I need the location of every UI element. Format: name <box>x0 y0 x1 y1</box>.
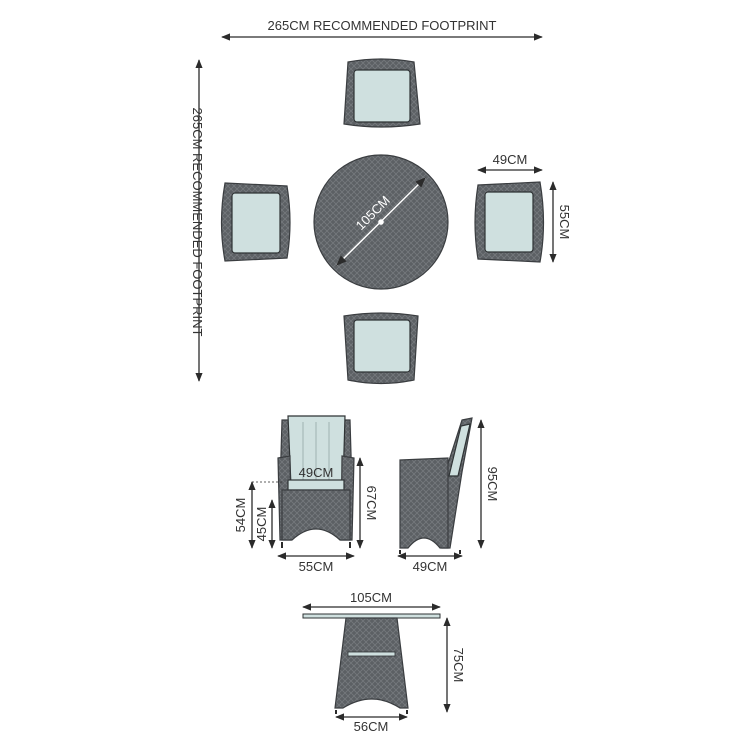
chair-side-depth-dimension: 49CM <box>397 552 463 574</box>
chair-front-arm-height-label: 54CM <box>233 498 248 533</box>
footprint-depth-label: 265CM RECOMMENDED FOOTPRINT <box>190 108 205 337</box>
table-base-width-dimension: 56CM <box>335 713 408 734</box>
chair-top-depth-label: 55CM <box>557 205 572 240</box>
chair-front-height-label: 67CM <box>364 486 379 521</box>
table-base-width-label: 56CM <box>354 719 389 734</box>
chair-side-height-label: 95CM <box>485 467 500 502</box>
chair-side-height-dimension: 95CM <box>477 419 500 549</box>
chair-front-height-dimension: 67CM <box>356 457 379 549</box>
footprint-width-label: 265CM RECOMMENDED FOOTPRINT <box>268 18 497 33</box>
footprint-depth-dimension: 265CM RECOMMENDED FOOTPRINT <box>190 59 205 382</box>
table-height-label: 75CM <box>451 648 466 683</box>
table-top-width-label: 105CM <box>350 590 392 605</box>
chair-side-view: 95CM 49CM <box>397 417 500 574</box>
chair-top-view-west <box>220 182 291 262</box>
chair-front-width-dimension: 55CM <box>277 552 355 574</box>
top-view: 105CM 49CM 55CM <box>220 58 572 385</box>
chair-side-depth-label: 49CM <box>413 559 448 574</box>
round-table-top-view: 105CM <box>313 154 449 290</box>
chair-top-view-south <box>343 312 419 385</box>
chair-front-view: 49CM 67CM 54CM 45CM 55CM <box>233 415 379 574</box>
chair-front-arm-width-label: 49CM <box>299 465 334 480</box>
chair-front-seat-height-label: 45CM <box>254 507 269 542</box>
chair-front-width-label: 55CM <box>299 559 334 574</box>
chair-front-arm-width-dimension: 49CM <box>299 465 334 480</box>
table-height-dimension: 75CM <box>443 617 466 713</box>
chair-front-seat-height-dimension: 45CM <box>254 499 276 549</box>
table-top-width-dimension: 105CM <box>302 590 441 611</box>
chair-top-width-label: 49CM <box>493 152 528 167</box>
chair-front-arm-height-dimension: 54CM <box>233 481 256 549</box>
chair-top-view-east <box>474 181 545 263</box>
chair-top-width-dimension: 49CM <box>477 152 543 174</box>
table-side-view: 105CM 75CM 56CM <box>302 590 466 734</box>
chair-top-depth-dimension: 55CM <box>549 181 572 263</box>
chair-top-view-north <box>343 58 421 128</box>
footprint-width-dimension: 265CM RECOMMENDED FOOTPRINT <box>221 18 543 41</box>
